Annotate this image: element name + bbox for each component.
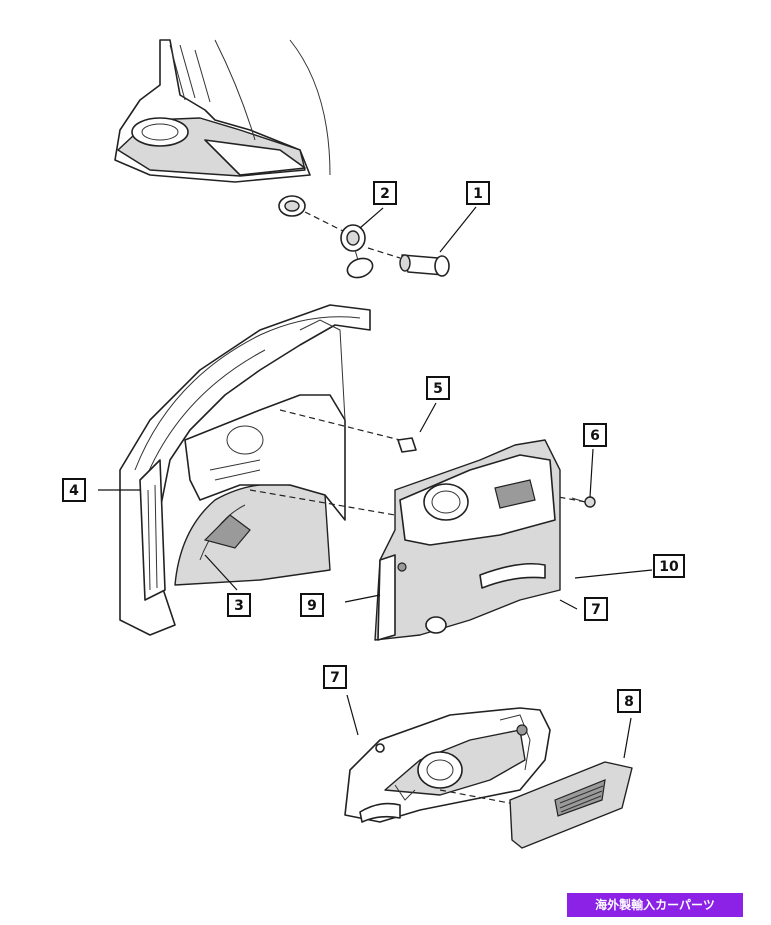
assembly-line — [304, 211, 346, 233]
callout-5: 5 — [426, 376, 450, 400]
quarter-trim-illustration — [119, 304, 371, 636]
callout-1: 1 — [466, 181, 490, 205]
callout-9: 9 — [300, 593, 324, 617]
callout-4: 4 — [62, 478, 86, 502]
svg-text:9: 9 — [307, 598, 317, 614]
assembly-line — [249, 489, 396, 516]
callout-7-lower: 7 — [323, 665, 347, 689]
svg-text:8: 8 — [624, 694, 634, 710]
svg-text:2: 2 — [380, 186, 390, 202]
svg-text:4: 4 — [69, 483, 79, 499]
callout-7-upper: 7 — [584, 597, 608, 621]
part-2-socket — [340, 224, 374, 279]
svg-text:1: 1 — [473, 186, 483, 202]
assembly-line — [279, 409, 401, 441]
rear-quarter-panel-illustration — [114, 39, 331, 183]
svg-text:10: 10 — [659, 559, 679, 575]
svg-text:3: 3 — [234, 598, 244, 614]
svg-text:7: 7 — [330, 670, 340, 686]
callout-8: 8 — [617, 689, 641, 713]
part-8-speaker-grille — [509, 761, 633, 849]
svg-text:5: 5 — [433, 381, 443, 397]
svg-text:6: 6 — [590, 428, 600, 444]
callout-2: 2 — [373, 181, 397, 205]
part-1-lighter — [399, 254, 450, 277]
part-10-trim-panel — [374, 439, 561, 641]
leader-lines — [98, 206, 653, 759]
svg-text:7: 7 — [591, 602, 601, 618]
part-5-clip — [397, 437, 417, 453]
part-7-inner-trim — [344, 707, 551, 823]
assembly-line — [367, 247, 401, 259]
callout-3: 3 — [227, 593, 251, 617]
watermark-badge: 海外製輸入カーパーツ — [567, 893, 743, 917]
callout-6: 6 — [583, 423, 607, 447]
callout-10: 10 — [653, 554, 685, 578]
assembly-line — [439, 789, 521, 806]
part-washer — [278, 195, 306, 217]
